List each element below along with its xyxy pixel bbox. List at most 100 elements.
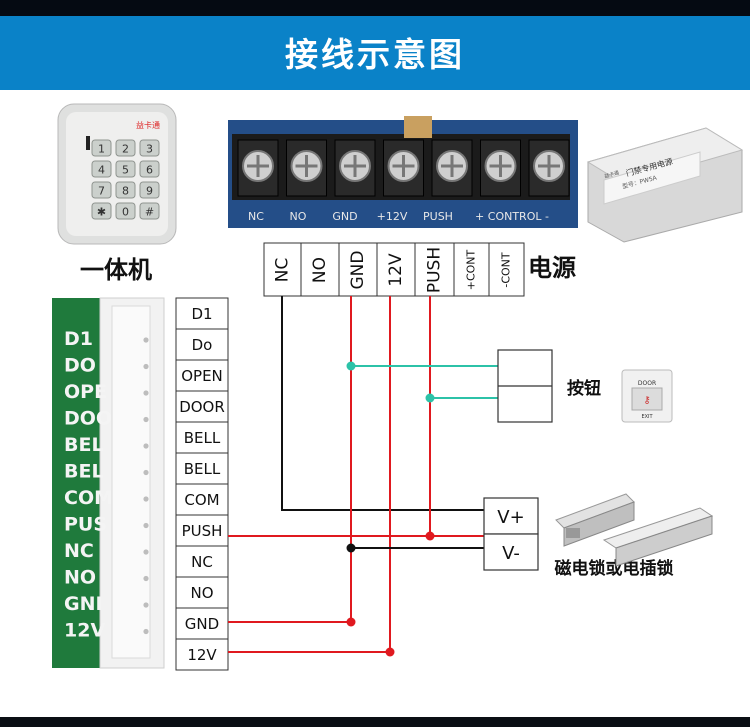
header-banner: 接线示意图	[0, 0, 750, 90]
power-terminal: NO	[300, 242, 340, 297]
exit-plate-bottom: EXIT	[641, 414, 653, 420]
keypad-key: 8	[115, 181, 136, 199]
junction-dot	[346, 543, 356, 553]
wire-push-to-reader-push	[228, 296, 431, 537]
wire-12v-to-reader-12v	[228, 296, 391, 653]
button-terminal-box	[497, 349, 553, 423]
keypad-key: 1	[91, 139, 112, 157]
keypad-key: 3	[139, 139, 160, 157]
power-terminal-screws	[237, 139, 570, 197]
reader-terminal-label: Do	[192, 336, 213, 354]
keypad-key: 0	[115, 202, 136, 220]
reader-terminal: GND	[175, 607, 229, 640]
reader-terminal-label: OPEN	[181, 367, 223, 385]
keypad-key: #	[139, 202, 160, 220]
wire-nc-to-vplus	[281, 296, 484, 511]
reader-terminal: BELL	[175, 421, 229, 454]
lock-terminal: V+	[483, 497, 539, 535]
magnetic-lock	[602, 507, 714, 567]
reader-terminal: PUSH	[175, 514, 229, 547]
reader-terminal: NC	[175, 545, 229, 578]
power-terminal: PUSH	[414, 242, 455, 297]
keypad-key-label: 6	[146, 164, 153, 177]
junction-dot	[425, 393, 435, 403]
wires	[228, 296, 498, 653]
junction-dot	[346, 617, 356, 627]
reader-terminal: BELL	[175, 452, 229, 485]
keypad-key: ✱	[91, 202, 112, 220]
wire-junctions	[346, 361, 435, 657]
power-board-label: NC	[248, 210, 264, 223]
power-terminal-label: GND	[348, 251, 368, 290]
reader-terminal: COM	[175, 483, 229, 516]
reader-board-pin	[143, 390, 149, 396]
reader-board-pin	[143, 522, 149, 529]
keypad-key-label: 7	[98, 185, 105, 198]
reader-terminal: Do	[175, 328, 229, 361]
keypad-key-label: 3	[146, 143, 153, 156]
keypad-key-label: 2	[122, 143, 129, 156]
power-terminal-label: +CONT	[465, 249, 478, 290]
keypad-key-label: 0	[122, 206, 129, 219]
reader-board-pin	[143, 337, 149, 343]
reader-board-pin	[143, 496, 149, 502]
lock-terminal: V-	[483, 533, 539, 571]
power-board-label: GND	[332, 210, 357, 223]
lock-caption: 磁电锁或电插锁	[555, 558, 674, 579]
keypad-key: 7	[91, 181, 112, 199]
power-terminal-table: NC NO GND 12V PUSH +CONT -CONT	[263, 242, 525, 297]
power-box-maker: 益卡通	[603, 169, 619, 180]
terminal-screw	[286, 139, 327, 197]
reader-terminal: NO	[175, 576, 229, 609]
reader-board-pin	[143, 469, 149, 476]
reader-terminal-label: NO	[190, 584, 213, 602]
reader-terminal: DOOR	[175, 390, 229, 423]
power-terminal-label: NO	[310, 257, 330, 283]
terminal-screw	[480, 139, 521, 197]
keypad-key: 6	[139, 160, 160, 178]
reader-board-label: GNI	[64, 593, 103, 615]
reader-caption: 一体机	[80, 256, 152, 284]
footer-strip	[0, 717, 750, 727]
keypad-key: 9	[139, 181, 160, 199]
keypad-key-label: 9	[146, 185, 153, 198]
keypad-key: 5	[115, 160, 136, 178]
reader-board-label: BEL	[64, 434, 104, 456]
reader-terminal: D1	[175, 297, 229, 330]
reader-terminal-label: 12V	[187, 646, 217, 664]
power-terminal-label: -CONT	[500, 252, 513, 288]
reader-terminal-label: GND	[185, 615, 219, 633]
power-caption: 电源	[528, 254, 576, 282]
reader-terminal-label: BELL	[184, 460, 221, 478]
reader-board-label: 12V	[64, 620, 105, 642]
reader-board-pin	[143, 602, 149, 608]
power-terminal: GND	[338, 242, 378, 297]
terminal-screw	[528, 139, 570, 197]
reader-board-label: NC	[64, 540, 94, 562]
reader-pcb-board	[52, 297, 165, 669]
reader-board-pins	[143, 337, 149, 635]
keypad-key-label: #	[145, 206, 154, 219]
button-caption: 按钮	[567, 378, 601, 399]
lock-terminal-label: V+	[497, 507, 524, 528]
power-terminal-label: NC	[273, 258, 293, 283]
keypad-key-label: 1	[98, 143, 105, 156]
key-icon: ⚷	[643, 395, 650, 406]
keypad-key: 2	[115, 139, 136, 157]
power-board-label: PUSH	[423, 210, 453, 223]
reader-board-label: D1	[64, 328, 93, 350]
exit-plate-top: DOOR	[638, 380, 656, 387]
reader-board-label: BEL	[64, 461, 104, 483]
power-board-label: NO	[290, 210, 307, 223]
power-terminal: 12V	[376, 242, 416, 297]
reader-board-label: PUS	[64, 514, 107, 536]
reader-terminal: OPEN	[175, 359, 229, 392]
reader-led	[86, 136, 90, 150]
reader-board-pin	[143, 549, 149, 555]
power-terminal-label: PUSH	[425, 247, 445, 293]
power-fuse	[404, 116, 432, 138]
